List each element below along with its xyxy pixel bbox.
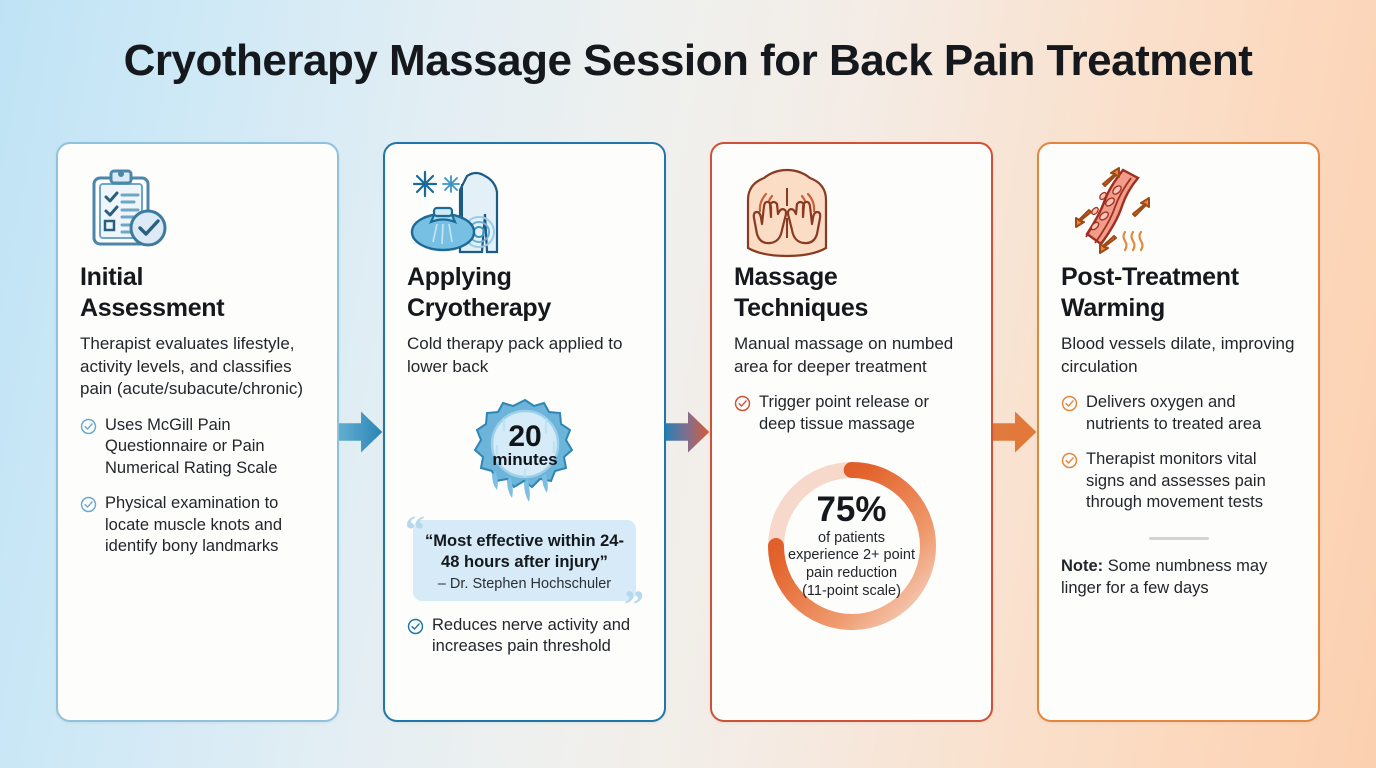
pain-reduction-donut-chart: 75% of patients experience 2+ point pain… (734, 453, 969, 639)
arrow-step2-to-step3 (666, 142, 710, 722)
step-card-post-treatment-warming[interactable]: Post-Treatment Warming Blood vessels dil… (1037, 142, 1320, 722)
badge-unit: minutes (492, 450, 557, 469)
note-label: Note: (1061, 557, 1104, 576)
massage-hands-back-icon (734, 166, 969, 258)
card-spacer (80, 571, 315, 704)
donut-caption-line: of patients (818, 529, 885, 546)
donut-caption-line: experience 2+ point (788, 547, 915, 564)
clipboard-checklist-icon (80, 166, 315, 258)
bullet-text: Uses McGill Pain Questionnaire or Pain N… (105, 415, 278, 477)
card-description: Cold therapy pack applied to lower back (407, 334, 623, 376)
arrow-step1-to-step2 (339, 142, 383, 722)
card-bullet-list: Delivers oxygen and nutrients to treated… (1061, 392, 1296, 527)
card-title: Applying Cryotherapy (407, 262, 642, 323)
list-item: Reduces nerve activity and increases pai… (407, 615, 642, 658)
section-divider (1148, 537, 1209, 541)
card-description: Manual massage on numbed area for deeper… (734, 334, 954, 376)
step-card-massage-techniques[interactable]: Massage Techniques Manual massage on num… (710, 142, 993, 722)
step-card-applying-cryotherapy[interactable]: Applying Cryotherapy Cold therapy pack a… (383, 142, 666, 722)
ice-pack-back-icon (407, 166, 642, 258)
steps-row: Initial Assessment Therapist evaluates l… (56, 142, 1322, 722)
card-bullet-list: Uses McGill Pain Questionnaire or Pain N… (80, 415, 315, 572)
quote-open-icon: “ (405, 507, 425, 553)
card-title-line: Post-Treatment (1061, 263, 1239, 291)
bullet-text: Trigger point release or deep tissue mas… (759, 393, 929, 433)
donut-percent: 75% (816, 489, 887, 529)
card-spacer (407, 672, 642, 704)
list-item: Therapist monitors vital signs and asses… (1061, 449, 1296, 513)
bullet-text: Physical examination to locate muscle kn… (105, 494, 283, 556)
card-description: Therapist evaluates lifestyle, activity … (80, 334, 304, 399)
donut-center-label: 75% of patients experience 2+ point pain… (759, 453, 945, 639)
card-title: Initial Assessment (80, 262, 315, 323)
card-bullet-list: Trigger point release or deep tissue mas… (734, 392, 969, 449)
check-circle-icon (80, 418, 97, 440)
check-circle-icon (1061, 452, 1078, 474)
quote-box: “Most effective within 24-48 hours after… (413, 520, 636, 601)
bullet-text: Therapist monitors vital signs and asses… (1086, 450, 1266, 511)
badge-value: 20 (508, 420, 541, 453)
arrow-step3-to-step4 (993, 142, 1037, 722)
check-circle-icon (1061, 395, 1078, 417)
card-title-line: Techniques (734, 293, 869, 322)
page-title: Cryotherapy Massage Session for Back Pai… (123, 36, 1253, 85)
note-body: Some numbness may linger for a few days (1061, 557, 1268, 598)
list-item: Delivers oxygen and nutrients to treated… (1061, 392, 1296, 435)
donut-caption-line: (11-point scale) (802, 582, 901, 599)
card-title-line: Assessment (80, 293, 225, 322)
quote-close-icon: ” (624, 581, 644, 627)
card-spacer (734, 639, 969, 704)
quote-text: “Most effective within 24-48 hours after… (425, 532, 624, 571)
card-title-line: Warming (1061, 293, 1165, 322)
bullet-text: Reduces nerve activity and increases pai… (432, 615, 631, 656)
check-circle-icon (80, 496, 97, 518)
card-title-line: Cryotherapy (407, 293, 551, 322)
list-item: Trigger point release or deep tissue mas… (734, 392, 969, 435)
card-spacer (1061, 600, 1296, 704)
card-title: Post-Treatment Warming (1061, 262, 1296, 323)
card-title-line: Applying (407, 263, 512, 291)
bullet-text: Delivers oxygen and nutrients to treated… (1086, 393, 1262, 433)
quote-block: “ ” “Most effective within 24-48 hours a… (405, 510, 644, 625)
card-title: Massage Techniques (734, 262, 969, 323)
card-bullet-list: Reduces nerve activity and increases pai… (407, 615, 642, 672)
blood-vessel-warming-icon (1061, 166, 1296, 258)
card-description: Blood vessels dilate, improving circulat… (1061, 334, 1295, 376)
card-title-line: Massage (734, 263, 838, 291)
donut-caption: of patients experience 2+ point pain red… (788, 530, 915, 601)
list-item: Uses McGill Pain Questionnaire or Pain N… (80, 415, 315, 479)
donut-caption-line: pain reduction (805, 565, 898, 582)
note-text: Note: Some numbness may linger for a few… (1061, 556, 1296, 600)
quote-attribution: – Dr. Stephen Hochschuler (437, 575, 612, 592)
duration-badge: 20 minutes (407, 394, 642, 510)
check-circle-icon (407, 618, 424, 640)
step-card-initial-assessment[interactable]: Initial Assessment Therapist evaluates l… (56, 142, 339, 722)
check-circle-icon (734, 395, 751, 417)
list-item: Physical examination to locate muscle kn… (80, 493, 315, 557)
card-title-line: Initial (80, 263, 144, 291)
